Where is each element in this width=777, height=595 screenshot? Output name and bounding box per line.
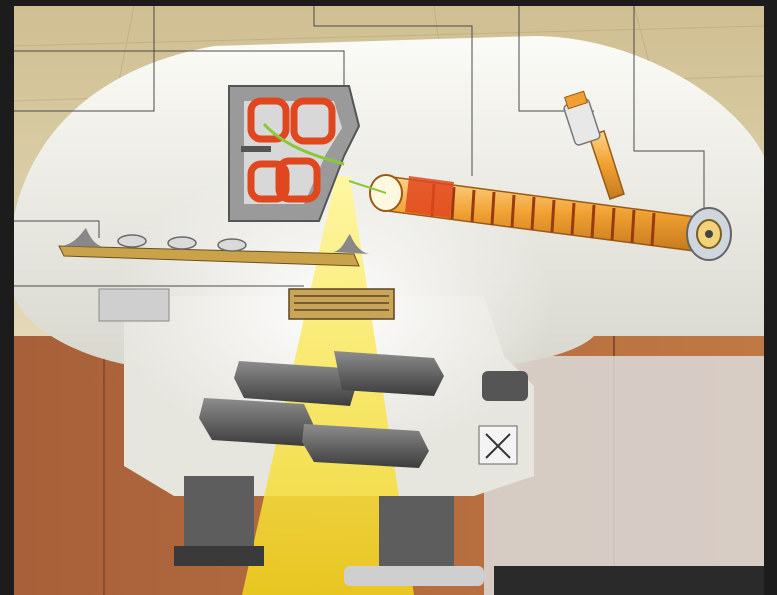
- jaw-block: [334, 351, 444, 396]
- floor-shadow: [494, 566, 764, 595]
- housing-vent: [99, 289, 169, 321]
- jaw-block: [302, 424, 429, 468]
- flattening-filter: [289, 289, 394, 319]
- jaw-block: [199, 398, 314, 446]
- side-knob: [482, 371, 528, 401]
- warning-label: [479, 426, 517, 464]
- linac-illustration: [14, 6, 764, 595]
- electron-gun: [687, 208, 731, 260]
